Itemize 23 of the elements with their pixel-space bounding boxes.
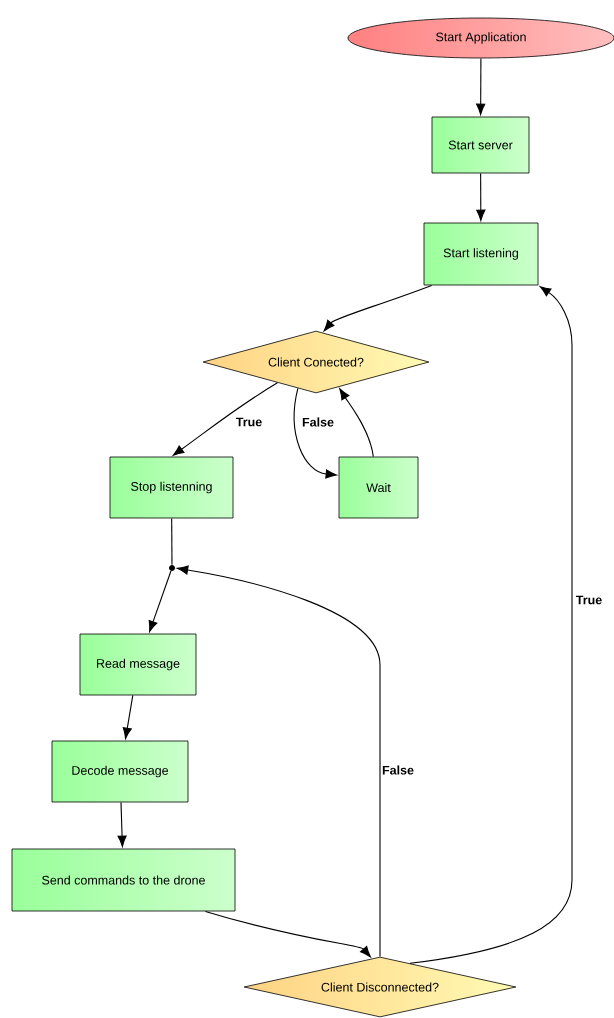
arrow	[148, 570, 172, 633]
edge-label: True	[574, 594, 604, 606]
arrow	[122, 694, 134, 739]
process-box: Stop listenning	[109, 456, 234, 519]
arrow	[293, 387, 337, 479]
process-box: Start listening	[423, 222, 539, 286]
arrow	[204, 910, 371, 958]
arrow	[172, 382, 278, 456]
process-box: Start server	[431, 116, 530, 174]
edge-label: True	[234, 416, 264, 428]
edge-label: False	[301, 416, 335, 428]
process-box: Wait	[338, 456, 419, 519]
process-box: Send commands to the drone	[11, 848, 236, 912]
process-box: Decode message	[51, 740, 189, 803]
arrow	[117, 801, 127, 847]
arrow	[339, 388, 374, 458]
edge-label: False	[381, 764, 415, 776]
arrow	[176, 565, 381, 958]
process-box: Read message	[79, 633, 197, 696]
arrow	[409, 286, 573, 964]
arrow	[476, 172, 486, 221]
arrow	[476, 57, 486, 115]
arrow	[323, 284, 433, 332]
